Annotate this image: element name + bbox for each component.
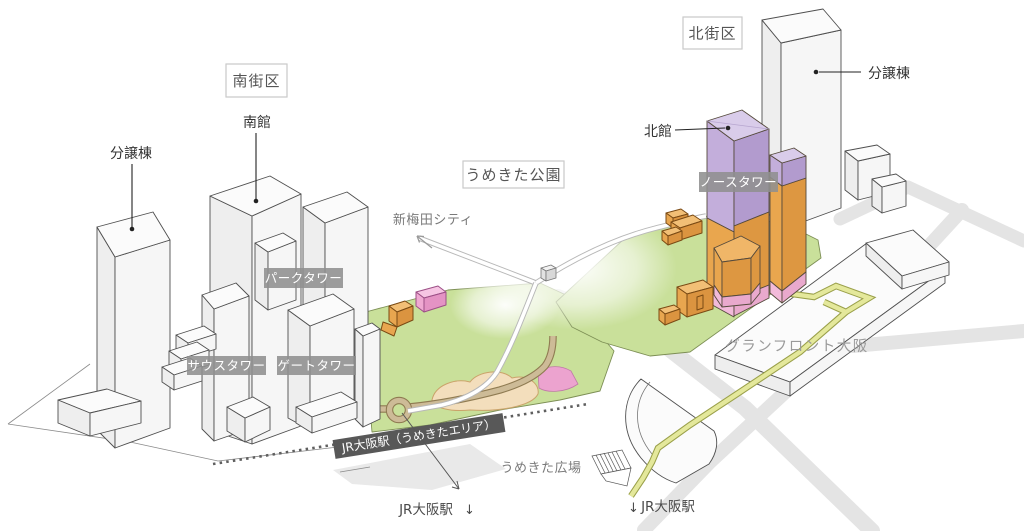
pink-garden-patch bbox=[537, 366, 579, 392]
grand-front-label: グランフロント大阪 bbox=[725, 338, 869, 355]
north-second-tower bbox=[769, 147, 807, 304]
mid-white-blocks bbox=[844, 144, 907, 214]
rail-line-left bbox=[401, 412, 460, 490]
front-cube bbox=[226, 396, 271, 443]
shin-umeda-arrow bbox=[416, 235, 433, 249]
place-labels: 新梅田シティ グランフロント大阪 うめきた広場 JR大阪駅 ↓ ↓ JR大阪駅 bbox=[393, 212, 869, 518]
condo-left-callout: 分譲棟 bbox=[110, 146, 152, 232]
south-tower-badge: サウスタワー bbox=[187, 356, 266, 375]
umekita-park-label: うめきた公園 bbox=[465, 166, 561, 184]
plaza-stairs bbox=[591, 449, 632, 487]
condo-right-callout: 分譲棟 bbox=[813, 66, 910, 82]
north-block-label: 北街区 bbox=[688, 25, 736, 43]
area-box-labels: 南街区 北街区 うめきた公園 bbox=[225, 16, 743, 189]
north-hall-callout: 北館 bbox=[644, 123, 731, 140]
northeast-block bbox=[865, 229, 950, 290]
north-hall-label: 北館 bbox=[644, 123, 672, 140]
park-tower-badge: パークタワー bbox=[264, 268, 343, 288]
gate-tower-badge: ゲートタワー bbox=[277, 356, 356, 375]
condo-tower-left bbox=[57, 211, 171, 449]
north-podium bbox=[713, 235, 761, 308]
south-hall-label: 南館 bbox=[243, 114, 271, 131]
park-edge-slab bbox=[295, 322, 381, 434]
road-top-right bbox=[833, 180, 1024, 248]
jr-osaka-left: JR大阪駅 ↓ bbox=[398, 502, 475, 518]
north-park-houses bbox=[658, 208, 714, 326]
north-block-box: 北街区 bbox=[682, 16, 743, 50]
south-park-pavilions bbox=[380, 285, 447, 337]
gate-tower-badge-label: ゲートタワー bbox=[277, 358, 355, 373]
yellow-walkway bbox=[628, 282, 877, 498]
umekita-plaza-ground bbox=[333, 444, 506, 490]
park-tower-badge-label: パークタワー bbox=[265, 271, 343, 286]
south-tower-badge-label: サウスタワー bbox=[187, 358, 265, 373]
leader-labels: 分譲棟 南館 分譲棟 北館 bbox=[110, 66, 910, 232]
jr-osaka-right: ↓ JR大阪駅 bbox=[628, 499, 695, 516]
umekita-park-box: うめきた公園 bbox=[462, 160, 565, 189]
road-bottom-right bbox=[846, 324, 1024, 353]
jr-osaka-right-arrow: ↓ bbox=[628, 501, 639, 516]
jr-osaka-right-label: JR大阪駅 bbox=[640, 499, 695, 515]
condo-left-label: 分譲棟 bbox=[110, 146, 152, 162]
south-block-buildings bbox=[57, 175, 381, 449]
south-block-label: 南街区 bbox=[232, 72, 280, 90]
south-block-box: 南街区 bbox=[225, 63, 288, 98]
shin-umeda-city-label: 新梅田シティ bbox=[393, 212, 473, 228]
tower-badges: パークタワー サウスタワー ゲートタワー ノースタワー bbox=[187, 172, 778, 375]
north-tower-badge: ノースタワー bbox=[699, 172, 778, 192]
north-tower-badge-label: ノースタワー bbox=[700, 175, 777, 190]
jr-osaka-left-label: JR大阪駅 bbox=[398, 502, 453, 518]
jr-osaka-left-arrow: ↓ bbox=[464, 503, 475, 518]
condo-right-label: 分譲棟 bbox=[868, 66, 910, 82]
umekita-plaza-label: うめきた広場 bbox=[500, 461, 581, 476]
south-hall-callout: 南館 bbox=[243, 114, 271, 204]
station-dome-building bbox=[625, 378, 718, 484]
lamp-cube bbox=[540, 264, 557, 282]
